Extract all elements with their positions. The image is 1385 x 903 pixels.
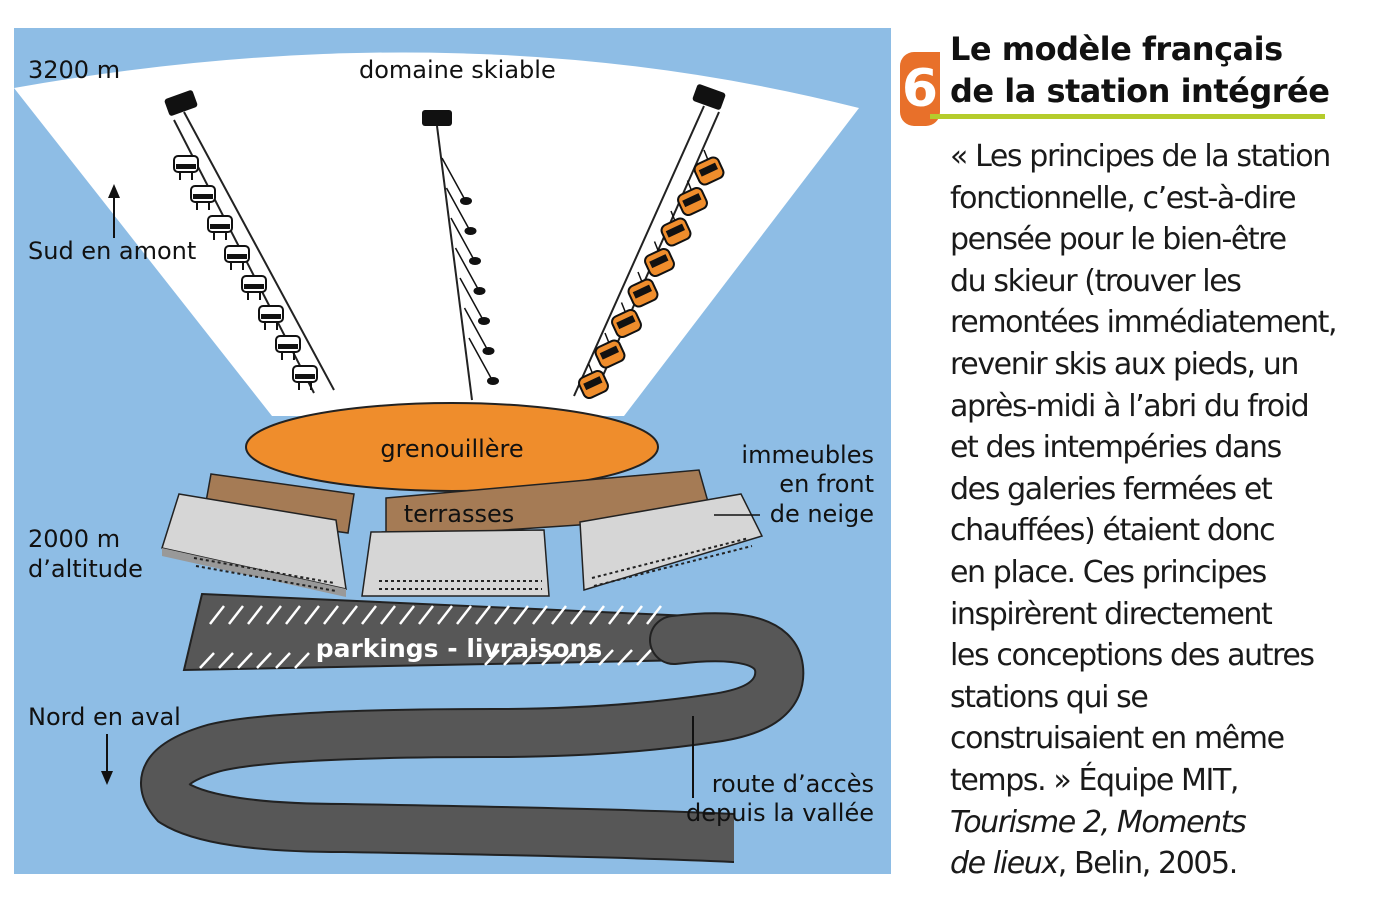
gondola-cabin-icon [627, 271, 659, 308]
terraces-label: terrasses [404, 500, 514, 528]
quote-line: temps. » Équipe MIT, [950, 762, 1239, 798]
citation-line-1: Tourisme 2, Moments [950, 804, 1247, 840]
tbar-icon [468, 337, 499, 385]
tbar-icon [445, 187, 477, 235]
drag-lift-station [422, 110, 452, 126]
gondola-cabin-icon [578, 363, 609, 399]
chair-icon [190, 185, 216, 210]
quote-text: « Les principes de la station fonctionne… [950, 136, 1385, 885]
diagram-canvas: 3200 m domaine skiable Sud en amont gren… [14, 28, 891, 874]
gondola-station [692, 84, 726, 110]
quote-line: pensée pour le bien-être [950, 222, 1287, 258]
grenouillere-area [245, 402, 659, 492]
quote-line: remontées immédiatement, [950, 305, 1338, 341]
gondola-cabin-icon [677, 180, 708, 216]
title-underline [930, 114, 1325, 119]
tbar-icon [454, 247, 486, 295]
chair-icon [173, 155, 199, 180]
title-line-1: Le modèle français [950, 30, 1283, 68]
tbar-icon [463, 307, 495, 355]
grenouillere-label: grenouillère [380, 435, 523, 463]
tbar-icon [450, 217, 481, 265]
quote-line: et des intempéries dans [950, 430, 1282, 466]
chairlift-left-station [164, 90, 198, 116]
tbar-icon [441, 157, 472, 205]
quote-line: en place. Ces principes [950, 554, 1267, 590]
quote-line: inspirèrent directement [950, 596, 1273, 632]
quote-line: fonctionnelle, c’est-à-dire [950, 180, 1297, 216]
ski-domain-label: domaine skiable [359, 56, 556, 84]
citation-line-2: de lieux, Belin, 2005. [950, 843, 1385, 885]
quote-line: construisaient en même [950, 721, 1285, 757]
gondola-cabin-icon [644, 241, 675, 277]
access-road-label-line2: depuis la vallée [686, 799, 874, 827]
south-upstream-label: Sud en amont [28, 237, 196, 265]
buildings-label-line3: de neige [770, 500, 874, 528]
gondola-cabin-icon [611, 302, 642, 338]
building-center [361, 529, 550, 597]
buildings-label-line2: en front [779, 470, 874, 498]
quote-line: stations qui se [950, 679, 1149, 715]
quote-line: après-midi à l’abri du froid [950, 388, 1310, 424]
chair-icon [207, 215, 233, 240]
document-number-badge: 6 [900, 52, 940, 126]
altitude-top-label: 3200 m [28, 56, 120, 84]
quote-line: des galeries fermées et [950, 471, 1273, 507]
quote-line: les conceptions des autres [950, 638, 1315, 674]
chair-icon [241, 275, 267, 300]
ski-domain-area [14, 52, 859, 416]
tbar-icon [459, 277, 490, 325]
building-right [579, 493, 764, 591]
altitude-mid-label-line1: 2000 m [28, 525, 120, 553]
gondola-right [573, 84, 726, 399]
quote-line: chauffées) étaient donc [950, 513, 1276, 549]
gondola-cabin-icon [660, 210, 692, 247]
north-downstream-label: Nord en aval [28, 703, 181, 731]
quote-line: « Les principes de la station [950, 139, 1331, 174]
chair-icon [275, 335, 301, 360]
chair-icon [292, 365, 318, 390]
access-road [142, 614, 803, 861]
citation-publisher: , Belin, 2005. [1057, 846, 1239, 882]
parking-label: parkings - livraisons [316, 634, 603, 663]
ski-station-diagram: 3200 m domaine skiable Sud en amont gren… [14, 28, 891, 874]
quote-line: revenir skis aux pieds, un [950, 346, 1299, 382]
document-sidebar: 6 Le modèle français de la station intég… [900, 28, 1385, 888]
document-title: Le modèle français de la station intégré… [950, 28, 1330, 112]
quote-line: du skieur (trouver les [950, 263, 1242, 299]
access-road-label-line1: route d’accès [712, 770, 874, 798]
north-arrowhead-icon [101, 771, 113, 785]
buildings-label-line1: immeubles [741, 441, 874, 469]
title-line-2: de la station intégrée [950, 72, 1330, 110]
gondola-cabin-icon [594, 332, 626, 369]
citation-book-title: de lieux [950, 846, 1059, 882]
drag-lift-middle [422, 110, 499, 401]
chair-icon [224, 245, 250, 270]
chairlift-left [164, 90, 335, 394]
altitude-mid-label-line2: d’altitude [28, 555, 143, 583]
building-left [161, 493, 347, 597]
south-arrowhead-icon [108, 184, 120, 198]
gondola-cabin-icon [693, 149, 725, 186]
chair-icon [258, 305, 284, 330]
